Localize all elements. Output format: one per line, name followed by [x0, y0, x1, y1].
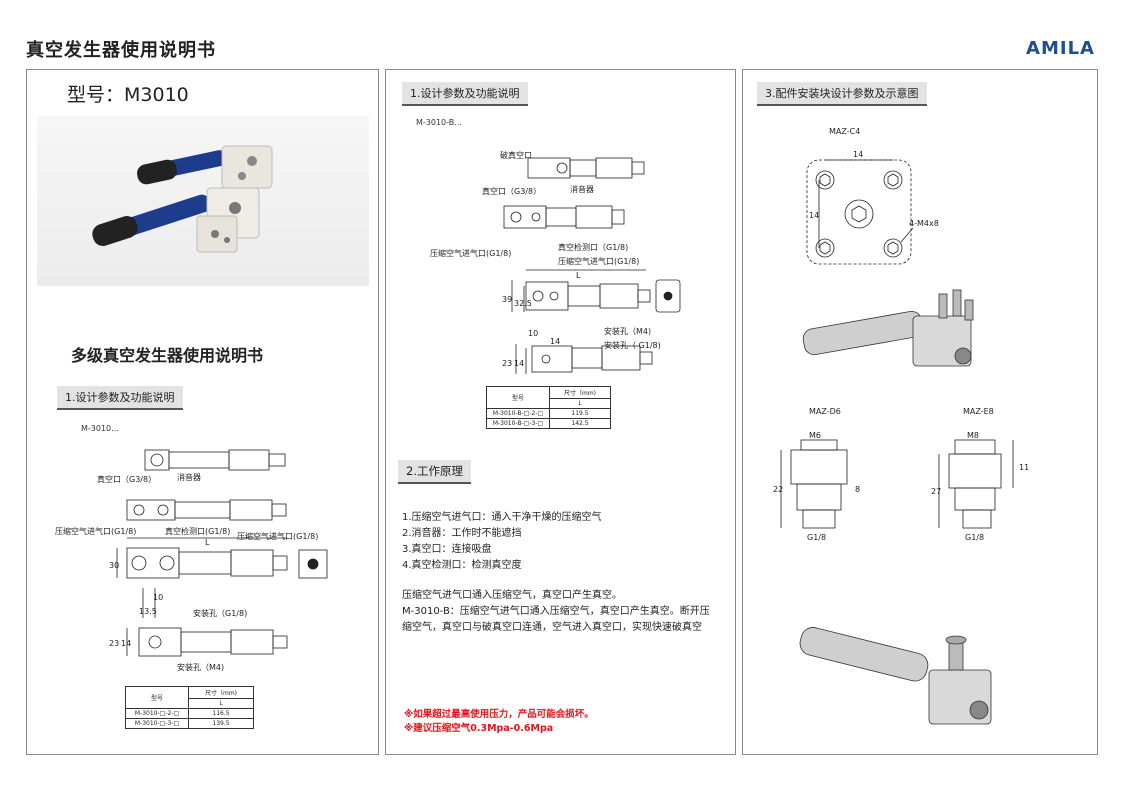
technical-drawing-m3010: 真空口（G3/8） 消音器 压缩空气进气口(G1/8) 真空检测口(G1/8) …: [55, 449, 328, 672]
dim-e8-height2: 11: [1019, 463, 1029, 472]
panel-design-and-principle: 1.设计参数及功能说明 M-3010-B... 破真空口 真空口（G3/8） 消…: [385, 69, 736, 755]
dim-d6-height: 22: [773, 485, 783, 494]
panel-accessories: 3.配件安装块设计参数及示意图 MAZ-C4 14 14 4-M4x8 MAZ-…: [742, 69, 1098, 755]
brand-logo: AMILA: [1026, 38, 1095, 59]
label-maz-c4: MAZ-C4: [829, 127, 860, 136]
model-number: 型号：M3010: [67, 84, 189, 106]
dim-23: 23: [109, 639, 119, 648]
label-muffler: 消音器: [177, 472, 201, 482]
warning-line: ※如果超过最高使用压力，产品可能会损坏。: [404, 709, 594, 720]
dim-32-5: 32.5: [514, 299, 532, 308]
label-mount-g18: 安装孔（G1/8): [193, 608, 247, 618]
label-maz-e8: MAZ-E8: [963, 407, 994, 416]
principle-list: 1.压缩空气进气口：通入干净干燥的压缩空气 2.消音器：工作时不能遮挡 3.真空…: [402, 510, 602, 574]
th-length-b: L: [549, 398, 611, 409]
label-vacuum-port: 真空口（G3/8）: [97, 474, 156, 484]
dim-length-b: L: [576, 271, 581, 280]
dim-23-b: 23: [502, 359, 512, 368]
description-line: 缩空气，真空口与破真空口连通，空气进入真空口，实现快速破真空: [402, 622, 702, 633]
document-title: 真空发生器使用说明书: [26, 40, 216, 61]
spec-table-m3010: 型号 尺寸（mm) L M-3010-□-2-□116.5 M-3010-□-3…: [125, 686, 254, 729]
list-item: 3.真空口：连接吸盘: [402, 544, 492, 555]
th-size: 尺寸（mm): [188, 686, 254, 699]
table-row: M-3010-B-□-3-□142.5: [486, 418, 611, 429]
th-length: L: [188, 698, 254, 709]
label-vacuum-detect-b: 真空检测口（G1/8): [558, 242, 628, 252]
dim-10: 10: [153, 593, 163, 602]
dim-d6-height2: 8: [855, 485, 860, 494]
label-c4-holes: 4-M4x8: [909, 219, 939, 228]
dim-e8-thread: M8: [967, 431, 979, 440]
label-air-inlet-left: 压缩空气进气口(G1/8): [55, 526, 136, 536]
label-air-inlet-left-b: 压缩空气进气口(G1/8): [430, 248, 511, 258]
series-code-b: M-3010-B...: [416, 118, 462, 127]
warning-notes: ※如果超过最高使用压力，产品可能会损坏。 ※建议压缩空气0.3Mpa-0.6Mp…: [404, 708, 594, 736]
label-maz-d6: MAZ-D6: [809, 407, 841, 416]
product-subtitle: 多级真空发生器使用说明书: [71, 346, 264, 365]
th-size-b: 尺寸（mm): [549, 386, 611, 399]
spec-table-m3010b: 型号 尺寸（mm) L M-3010-B-□-2-□119.5 M-3010-B…: [486, 386, 611, 429]
dim-c4-height: 14: [809, 211, 819, 220]
th-model: 型号: [125, 686, 189, 709]
section-heading-accessories: 3.配件安装块设计参数及示意图: [757, 82, 927, 106]
section-heading-design-b: 1.设计参数及功能说明: [402, 82, 528, 106]
list-item: 2.消音器：工作时不能遮挡: [402, 528, 522, 539]
th-model-b: 型号: [486, 386, 550, 409]
warning-line: ※建议压缩空气0.3Mpa-0.6Mpa: [404, 723, 554, 734]
description-line: M-3010-B：压缩空气进气口通入压缩空气，真空口产生真空。断开压: [402, 606, 710, 617]
table-row: M-3010-B-□-2-□119.5: [486, 408, 611, 419]
section-heading-design: 1.设计参数及功能说明: [57, 386, 183, 410]
accessory-drawings: MAZ-C4 14 14 4-M4x8 MAZ-D6: [773, 127, 1029, 725]
label-air-inlet-right-b: 压缩空气进气口(G1/8): [558, 256, 639, 266]
label-mount-g18-b: 安装孔（ G1/8): [604, 340, 661, 350]
label-muffler-b: 消音器: [570, 184, 594, 194]
label-vacuum-detect: 真空检测口(G1/8): [165, 526, 230, 536]
dim-13-5: 13.5: [139, 607, 157, 616]
list-item: 4.真空检测口：检测真空度: [402, 560, 522, 571]
description-line: 压缩空气进气口通入压缩空气，真空口产生真空。: [402, 590, 622, 601]
vacuum-generator-photo: [92, 145, 273, 253]
technical-drawing-m3010b: 破真空口 真空口（G3/8） 消音器 真空检测口（G1/8) 压缩空气进气口(G…: [430, 150, 681, 374]
dim-e8-height: 27: [931, 487, 941, 496]
dim-d6-port: G1/8: [807, 533, 826, 542]
dim-14-b: 14: [550, 337, 560, 346]
series-code: M-3010...: [81, 424, 119, 433]
panel-product-overview: 型号：M3010 多级真空发生器使用说明书 1.设计参数及功能说明 M-3010…: [26, 69, 379, 755]
label-mount-m4: 安装孔（M4): [177, 662, 224, 672]
principle-description: 压缩空气进气口通入压缩空气，真空口产生真空。 M-3010-B：压缩空气进气口通…: [402, 588, 710, 636]
table-row: M-3010-□-2-□116.5: [125, 708, 254, 719]
label-air-inlet-right: 压缩空气进气口(G1/8): [237, 531, 318, 541]
product-photo: [37, 116, 369, 286]
section-heading-principle: 2.工作原理: [398, 460, 471, 484]
dim-c4-width: 14: [853, 150, 863, 159]
list-item: 1.压缩空气进气口：通入干净干燥的压缩空气: [402, 512, 602, 523]
label-vacuum-port-b: 真空口（G3/8）: [482, 186, 541, 196]
dim-14: 14: [121, 639, 131, 648]
table-row: M-3010-□-3-□139.5: [125, 718, 254, 729]
dim-30: 30: [109, 561, 119, 570]
dim-39: 39: [502, 295, 512, 304]
dim-10-b: 10: [528, 329, 538, 338]
label-break-vacuum-port: 破真空口: [500, 150, 532, 160]
dim-e8-port: G1/8: [965, 533, 984, 542]
dim-d6-thread: M6: [809, 431, 821, 440]
dim-14-c: 14: [514, 359, 524, 368]
label-mount-m4-b: 安装孔（M4): [604, 326, 651, 336]
dim-length: L: [205, 538, 210, 547]
